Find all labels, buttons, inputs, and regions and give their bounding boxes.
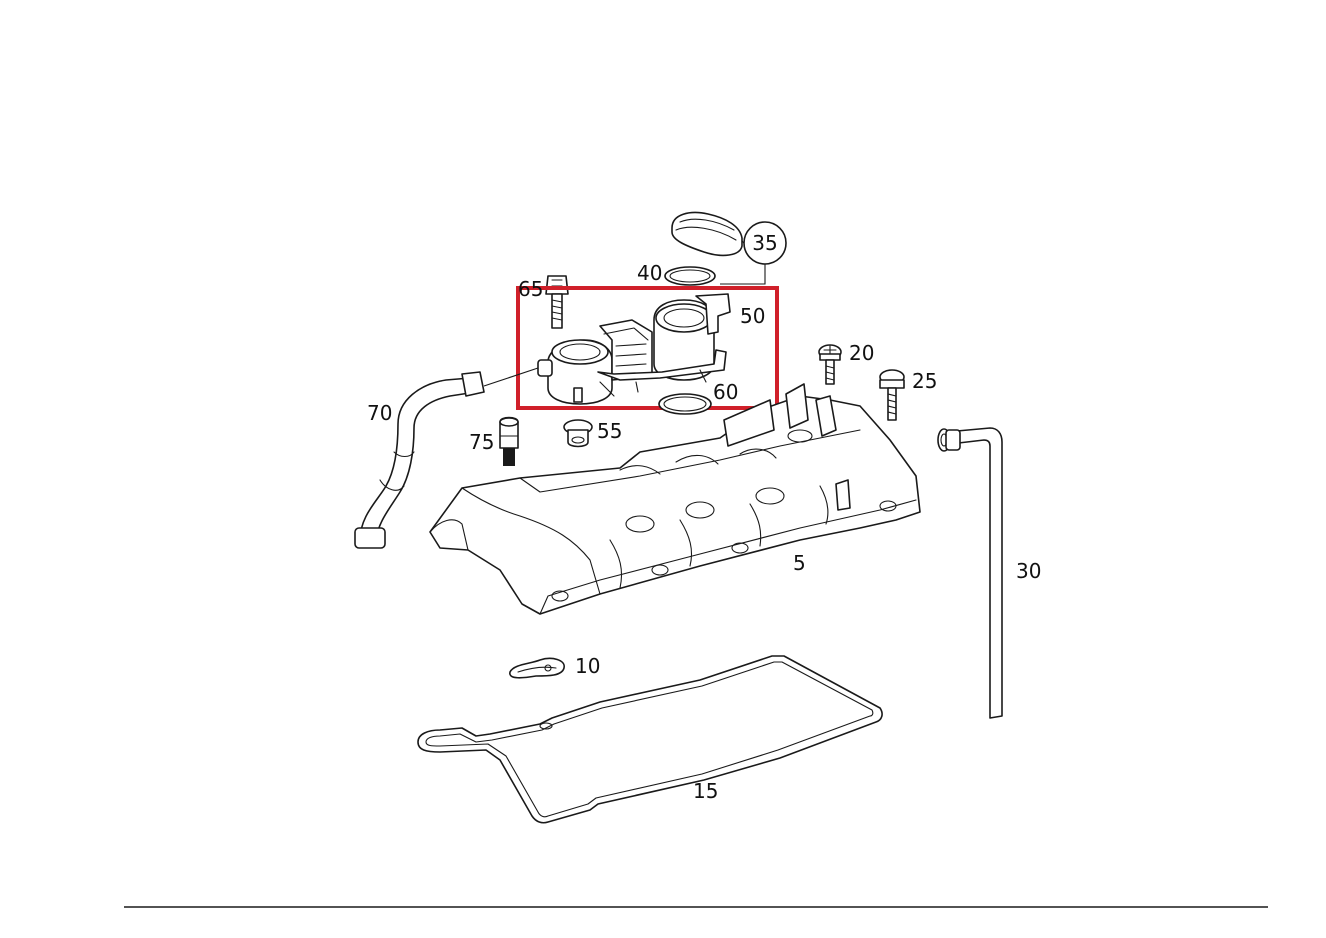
callout-55: 55 <box>597 419 622 443</box>
callout-40: 40 <box>637 261 662 285</box>
bolt-20 <box>818 344 842 385</box>
callout-70: 70 <box>367 401 392 425</box>
sensor-75 <box>499 416 519 466</box>
bolt-65 <box>545 275 569 329</box>
gasket-15 <box>417 655 883 824</box>
leader-35 <box>720 264 766 285</box>
callout-20: 20 <box>849 341 874 365</box>
breather-hose-70 <box>354 371 485 549</box>
callout-35: 35 <box>752 231 777 255</box>
callout-50: 50 <box>740 304 765 328</box>
callout-60: 60 <box>713 380 738 404</box>
callout-65: 65 <box>518 277 543 301</box>
bolt-25 <box>879 369 905 421</box>
highlight-frame <box>516 286 779 410</box>
vent-tube-30 <box>937 427 1003 719</box>
oil-filler-cap <box>671 211 743 257</box>
callout-10: 10 <box>575 654 600 678</box>
callout-75: 75 <box>469 430 494 454</box>
callout-25: 25 <box>912 369 937 393</box>
cylinder-head-cover-5 <box>429 383 921 615</box>
oil-separator-50 <box>537 293 731 405</box>
callout-15: 15 <box>693 779 718 803</box>
gasket-10 <box>509 657 565 679</box>
plug-55 <box>563 419 593 448</box>
callout-30: 30 <box>1016 559 1041 583</box>
callout-5: 5 <box>793 551 806 575</box>
leader-70 <box>483 367 539 387</box>
